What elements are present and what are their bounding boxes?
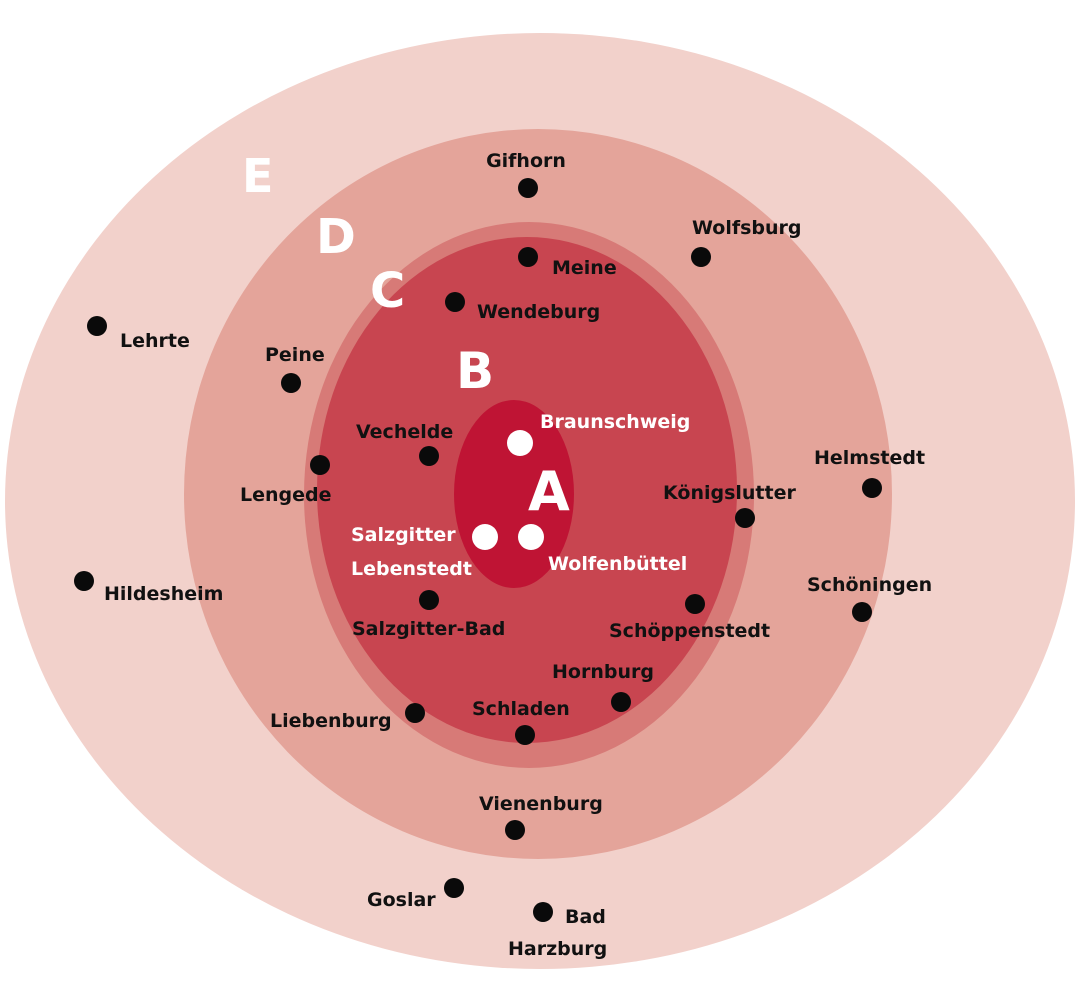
city-dot-goslar <box>444 878 464 898</box>
city-dot-wolfenbuettel <box>518 524 544 550</box>
city-dot-gifhorn <box>518 178 538 198</box>
city-dot-peine <box>281 373 301 393</box>
city-label-schladen: Schladen <box>472 698 570 720</box>
city-dot-meine <box>518 247 538 267</box>
city-label-hildesheim: Hildesheim <box>104 583 223 605</box>
city-dot-lengede <box>310 455 330 475</box>
city-dot-liebenburg <box>405 703 425 723</box>
city-label-schoeppenstedt: Schöppenstedt <box>609 620 770 642</box>
city-label-bad-harzburg-line1: Bad <box>565 906 606 928</box>
city-dot-hornburg <box>611 692 631 712</box>
city-dot-salzgitter-lebenstedt <box>472 524 498 550</box>
city-dot-helmstedt <box>862 478 882 498</box>
zone-d-letter: D <box>316 209 356 265</box>
city-dot-hildesheim <box>74 571 94 591</box>
city-label-hornburg: Hornburg <box>552 661 654 683</box>
city-label-goslar: Goslar <box>367 889 436 911</box>
city-label-schoeningen: Schöningen <box>807 574 932 596</box>
city-dot-vechelde <box>419 446 439 466</box>
city-label-vechelde: Vechelde <box>356 421 453 443</box>
city-label-salzgitter-line2: Lebenstedt <box>351 558 472 580</box>
zone-b-letter: B <box>456 342 494 400</box>
zone-a-letter: A <box>528 460 570 523</box>
city-dots <box>74 178 882 922</box>
city-label-bad-harzburg-line2: Harzburg <box>508 938 607 960</box>
city-label-lengede: Lengede <box>240 484 332 506</box>
city-dot-schoeppenstedt <box>685 594 705 614</box>
city-label-peine: Peine <box>265 344 325 366</box>
city-dot-schladen <box>515 725 535 745</box>
city-label-helmstedt: Helmstedt <box>814 447 925 469</box>
city-dot-koenigslutter <box>735 508 755 528</box>
city-label-salzgitter-line1: Salzgitter <box>351 524 456 546</box>
city-label-lehrte: Lehrte <box>120 330 190 352</box>
city-dot-schoeningen <box>852 602 872 622</box>
city-dot-wolfsburg <box>691 247 711 267</box>
zone-c-letter: C <box>370 263 405 319</box>
city-dot-lehrte <box>87 316 107 336</box>
city-label-vienenburg: Vienenburg <box>479 793 603 815</box>
city-dot-salzgitter-bad <box>419 590 439 610</box>
zone-e-letter: E <box>242 149 273 203</box>
city-dot-braunschweig <box>507 430 533 456</box>
city-labels-zone-a: Braunschweig Salzgitter Lebenstedt Wolfe… <box>351 411 690 580</box>
city-dot-wendeburg <box>445 292 465 312</box>
city-label-salzgitter-bad: Salzgitter-Bad <box>352 618 505 640</box>
city-label-liebenburg: Liebenburg <box>270 710 392 732</box>
city-label-wolfenbuettel: Wolfenbüttel <box>548 553 687 575</box>
city-label-wolfsburg: Wolfsburg <box>692 217 802 239</box>
city-dot-bad-harzburg <box>533 902 553 922</box>
city-dot-vienenburg <box>505 820 525 840</box>
city-label-wendeburg: Wendeburg <box>477 301 600 323</box>
city-labels: Gifhorn Wolfsburg Meine Wendeburg Lehrte… <box>104 150 932 960</box>
city-label-gifhorn: Gifhorn <box>486 150 566 172</box>
city-label-meine: Meine <box>552 257 617 279</box>
city-label-koenigslutter: Königslutter <box>663 482 796 504</box>
city-label-braunschweig: Braunschweig <box>540 411 690 433</box>
